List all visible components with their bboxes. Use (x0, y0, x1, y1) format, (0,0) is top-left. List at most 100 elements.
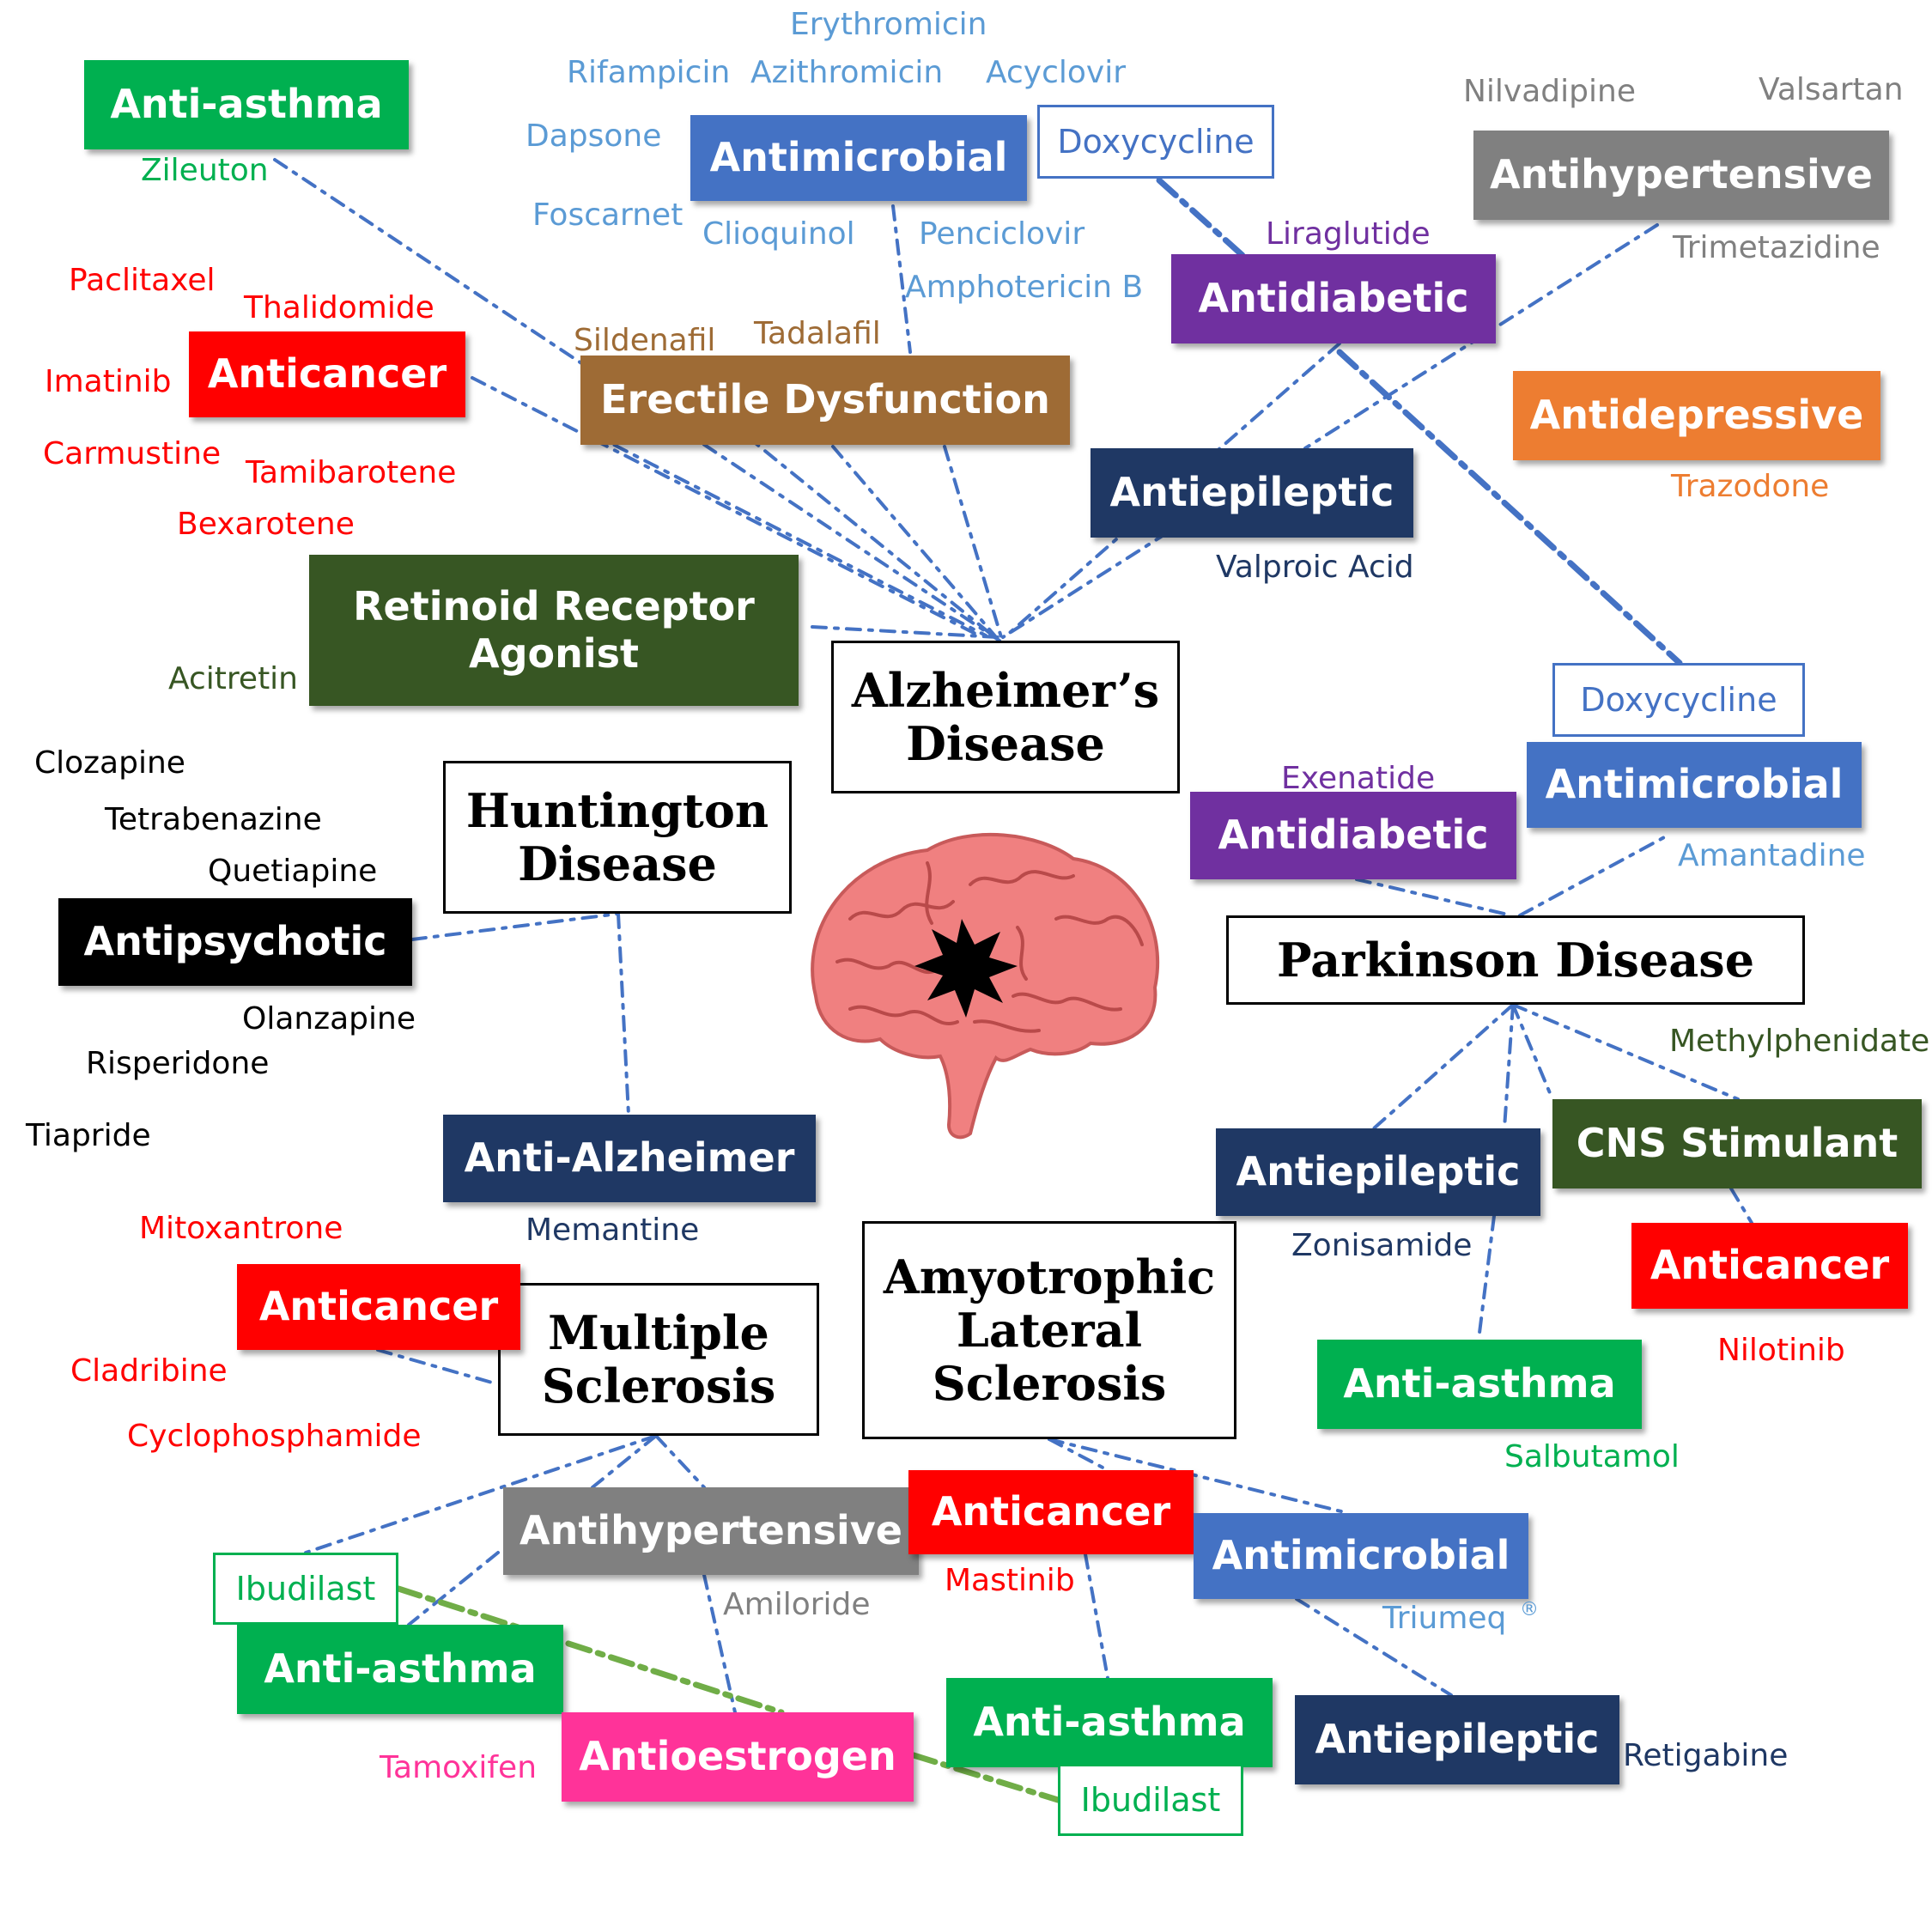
class-retinoid-receptor-agonist: Retinoid Receptor Agonist (309, 555, 799, 706)
drug-trimetazidine: Trimetazidine (1673, 230, 1880, 265)
drug-bexarotene: Bexarotene (177, 507, 355, 542)
drug-penciclovir: Penciclovir (919, 216, 1085, 252)
drug-imatinib: Imatinib (45, 364, 172, 399)
outlined-drug-ibudilast: Ibudilast (213, 1553, 398, 1625)
drug-clioquinol: Clioquinol (702, 216, 855, 252)
disease-huntington-disease: Huntington Disease (443, 761, 792, 914)
class-antiepileptic: Antiepileptic (1216, 1128, 1540, 1216)
drug-quetiapine: Quetiapine (208, 854, 378, 889)
class-antiepileptic: Antiepileptic (1295, 1695, 1619, 1784)
connector-line (702, 1573, 737, 1714)
brain-icon (811, 832, 1160, 1140)
connector-line (1372, 1003, 1515, 1130)
drug-dapsone: Dapsone (526, 119, 662, 154)
drug-tetrabenazine: Tetrabenazine (105, 802, 322, 837)
drug-sildenafil: Sildenafil (574, 323, 716, 358)
drug-salbutamol: Salbutamol (1504, 1439, 1680, 1474)
connector-line (1295, 1597, 1453, 1697)
drug-nilotinib: Nilotinib (1717, 1333, 1845, 1368)
class-anti-asthma: Anti-asthma (237, 1625, 563, 1714)
connector-line (891, 204, 912, 354)
connector-line (1518, 835, 1668, 917)
disease-alzheimer-s-disease: Alzheimer’s Disease (831, 641, 1180, 793)
drug-mastinib: Mastinib (945, 1563, 1075, 1598)
drug-methylphenidate: Methylphenidate (1669, 1024, 1930, 1059)
disease-amyotrophic-lateral-sclerosis: Amyotrophic Lateral Sclerosis (862, 1221, 1236, 1439)
drug-mitoxantrone: Mitoxantrone (139, 1211, 343, 1246)
drug-tamibarotene: Tamibarotene (246, 455, 457, 490)
drug-thalidomide: Thalidomide (244, 290, 434, 325)
drug-carmustine: Carmustine (43, 436, 222, 471)
class-anti-alzheimer: Anti-Alzheimer (443, 1115, 816, 1202)
connector-line (304, 1434, 658, 1554)
connector-line (410, 912, 620, 941)
class-antidiabetic: Antidiabetic (1171, 254, 1496, 343)
drug-olanzapine: Olanzapine (242, 1001, 416, 1036)
class-antiepileptic: Antiepileptic (1091, 448, 1413, 538)
drug-rifampicin: Rifampicin (567, 55, 731, 90)
drug-exenatide: Exenatide (1281, 761, 1436, 796)
disease-multiple-sclerosis: Multiple Sclerosis (498, 1283, 819, 1436)
class-erectile-dysfunction: Erectile Dysfunction (580, 356, 1070, 445)
registered-mark: ® (1520, 1599, 1539, 1620)
drug-tiapride: Tiapride (26, 1118, 151, 1153)
drug-risperidone: Risperidone (86, 1046, 270, 1081)
outlined-drug-ibudilast: Ibudilast (1058, 1764, 1243, 1836)
class-anticancer: Anticancer (908, 1470, 1194, 1554)
connector-line (1729, 1187, 1753, 1225)
drug-zonisamide: Zonisamide (1291, 1228, 1473, 1263)
drug-amphotericin-b: Amphotericin B (905, 270, 1144, 305)
drug-memantine: Memantine (526, 1213, 700, 1248)
connector-line (943, 445, 1003, 639)
connector-line (407, 1551, 500, 1626)
connector-line (1003, 342, 1341, 639)
connector-line (395, 1585, 785, 1716)
class-anticancer: Anticancer (237, 1264, 520, 1350)
connector-line (1503, 1003, 1515, 1130)
drug-trazodone: Trazodone (1671, 469, 1830, 504)
class-anti-asthma: Anti-asthma (946, 1678, 1273, 1767)
class-antihypertensive: Antihypertensive (1473, 131, 1889, 220)
connector-line (617, 912, 630, 1116)
drug-retigabine: Retigabine (1623, 1738, 1789, 1773)
class-antidepressive: Antidepressive (1513, 371, 1880, 460)
connector-line (1355, 878, 1513, 917)
class-antidiabetic: Antidiabetic (1190, 792, 1516, 879)
class-anticancer: Anticancer (189, 331, 465, 417)
class-antioestrogen: Antioestrogen (562, 1712, 914, 1802)
class-antimicrobial: Antimicrobial (690, 115, 1027, 201)
connector-line (1001, 531, 1170, 639)
class-anticancer: Anticancer (1631, 1223, 1908, 1309)
connector-line (1048, 1438, 1109, 1472)
class-anti-asthma: Anti-asthma (84, 60, 409, 149)
drug-azithromicin: Azithromicin (750, 55, 944, 90)
disease-parkinson-disease: Parkinson Disease (1226, 915, 1805, 1005)
drug-zileuton: Zileuton (141, 153, 269, 188)
drug-tadalafil: Tadalafil (754, 316, 881, 351)
drug-paclitaxel: Paclitaxel (69, 263, 216, 298)
drug-cyclophosphamide: Cyclophosphamide (127, 1419, 422, 1454)
drug-liraglutide: Liraglutide (1266, 216, 1431, 252)
class-antimicrobial: Antimicrobial (1527, 742, 1862, 828)
drug-amantadine: Amantadine (1678, 838, 1866, 873)
drug-cladribine: Cladribine (70, 1353, 228, 1389)
drug-erythromicin: Erythromicin (790, 7, 987, 42)
connector-line (376, 1348, 500, 1386)
connector-line (654, 1434, 706, 1489)
connector-line (1477, 1214, 1496, 1341)
outlined-drug-doxycycline: Doxycycline (1037, 105, 1274, 179)
class-antihypertensive: Antihypertensive (503, 1487, 919, 1575)
connector-line (831, 445, 998, 639)
connector-line (811, 625, 999, 639)
class-antimicrobial: Antimicrobial (1194, 1513, 1528, 1599)
connector-line (1511, 1003, 1740, 1101)
drug-acyclovir: Acyclovir (986, 55, 1127, 90)
class-antipsychotic: Antipsychotic (58, 898, 412, 986)
connector-line (591, 1434, 658, 1489)
connector-line (1336, 349, 1683, 666)
connector-line (1156, 177, 1249, 261)
drug-valproic-acid: Valproic Acid (1216, 550, 1414, 585)
outlined-drug-doxycycline: Doxycycline (1552, 663, 1805, 737)
